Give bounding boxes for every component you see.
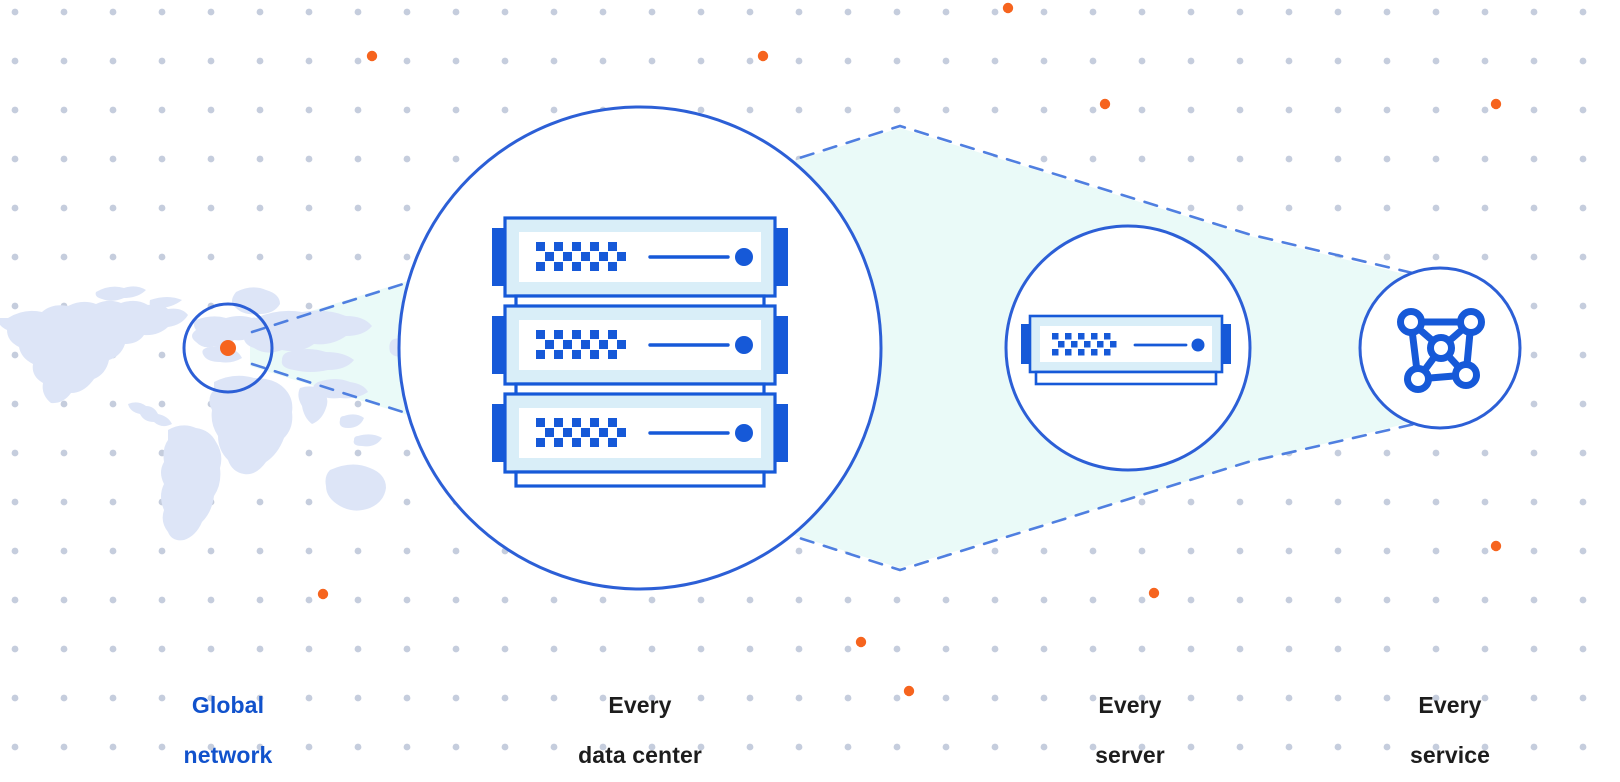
rack-unit-3 [492,392,788,474]
accent-dot [1099,98,1111,110]
rack-unit-1-leds [536,242,626,271]
accent-dot [1490,98,1502,110]
service-node[interactable] [1358,266,1522,430]
rack-unit-3-leds [536,418,626,447]
accent-dot [1148,587,1160,599]
data-center-node[interactable] [397,105,883,591]
server-rack-icon [492,216,788,488]
rack-unit-1 [492,216,788,298]
accent-dot [1490,540,1502,552]
server-node[interactable] [1004,224,1252,472]
network-graph-icon [1397,308,1485,393]
accent-dot [903,685,915,697]
server-unit-leds [1052,333,1117,356]
accent-dot [1002,2,1014,14]
global-network-node[interactable] [182,302,274,394]
accent-dot [366,50,378,62]
server-unit-icon [1021,314,1231,386]
accent-dot [757,50,769,62]
rack-unit-2 [492,304,788,386]
accent-dots [317,2,1502,697]
europe-location-marker [220,340,236,356]
rack-unit-2-leds [536,330,626,359]
accent-dot [317,588,329,600]
rack-base [514,470,766,488]
accent-dot [855,636,867,648]
